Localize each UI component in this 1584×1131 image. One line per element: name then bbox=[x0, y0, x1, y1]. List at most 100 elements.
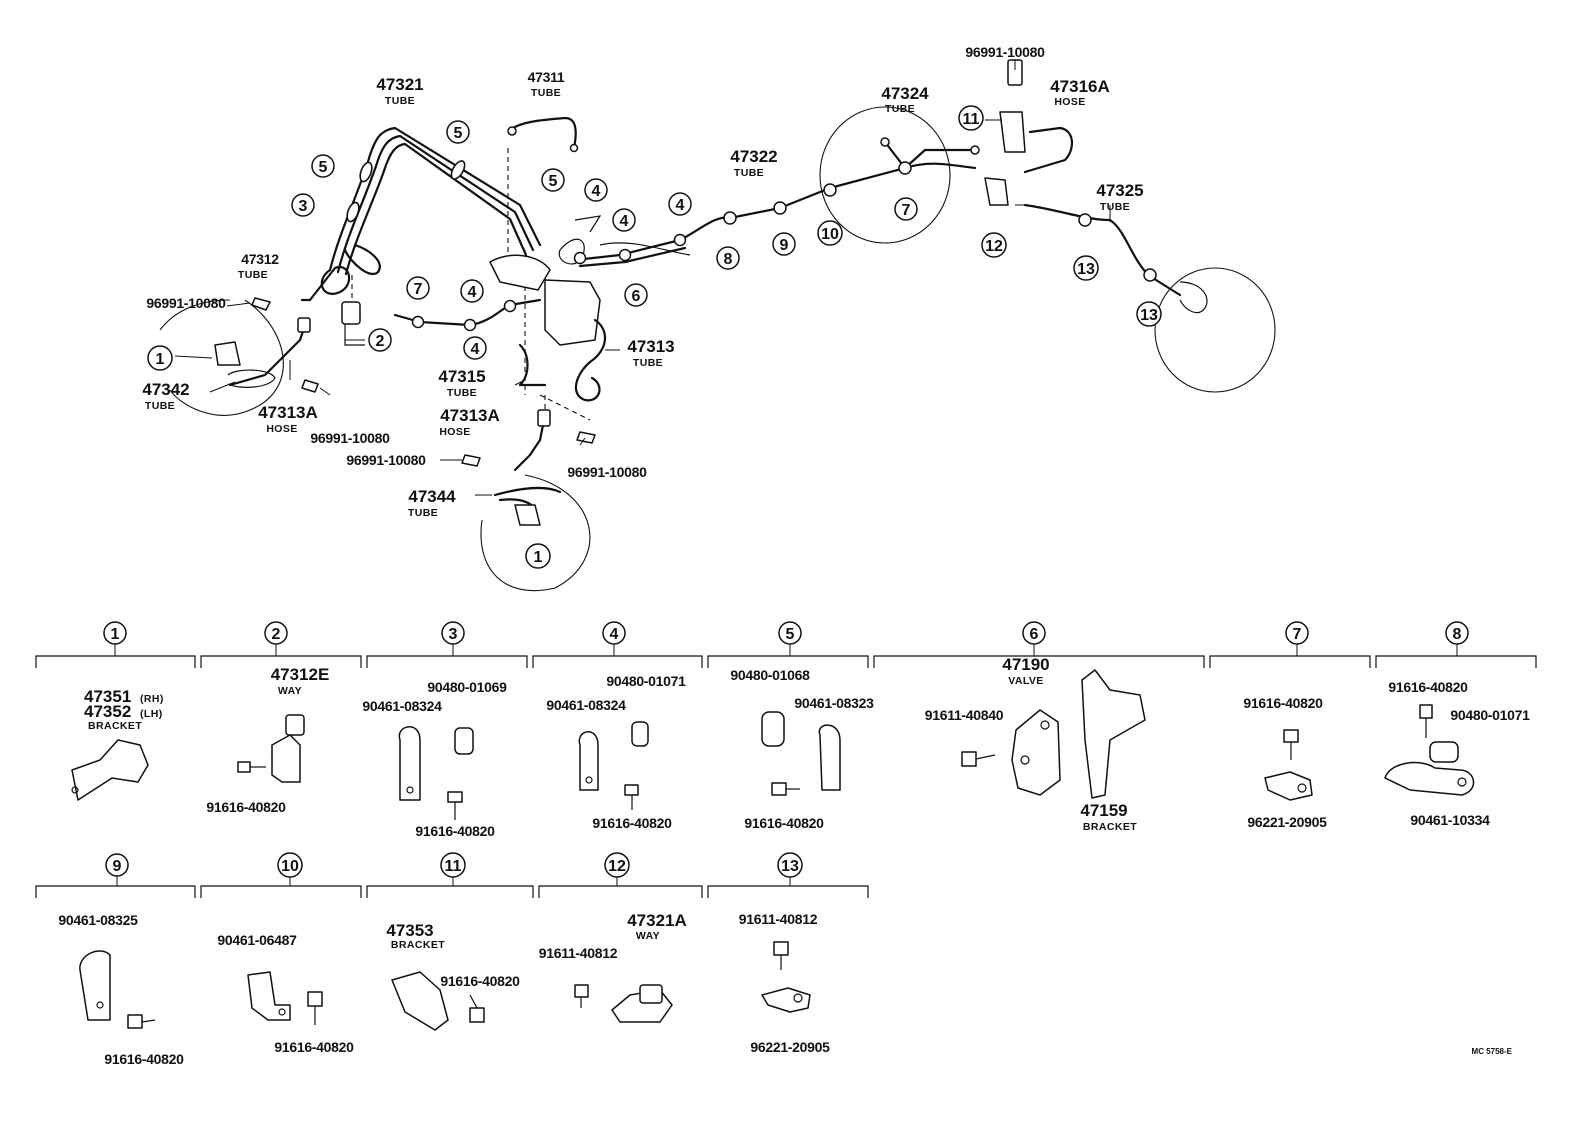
callout-1-b: 1 bbox=[525, 543, 551, 569]
g2-way: WAY bbox=[278, 685, 302, 697]
g9-90461: 90461-08325 bbox=[58, 912, 138, 928]
svg-text:12: 12 bbox=[985, 238, 1003, 255]
label-96991-d: 96991-10080 bbox=[567, 464, 647, 480]
group-callouts: 1 2 3 4 5 6 7 8 9 10 11 12 13 bbox=[103, 621, 1469, 886]
label-47313A-b: 47313A bbox=[440, 406, 500, 425]
g9-91616: 91616-40820 bbox=[104, 1051, 184, 1067]
svg-text:5: 5 bbox=[454, 125, 463, 142]
group-2-parts: 47312E WAY 91616-40820 bbox=[206, 665, 329, 815]
svg-text:4: 4 bbox=[468, 284, 477, 301]
svg-text:7: 7 bbox=[902, 202, 911, 219]
g8-91616: 91616-40820 bbox=[1388, 679, 1468, 695]
front-left-wheel-arc bbox=[159, 299, 231, 331]
group-11-callout: 11 bbox=[440, 852, 466, 886]
callout-4-e: 4 bbox=[463, 336, 487, 360]
proportioning-valve-body bbox=[544, 279, 601, 346]
svg-text:4: 4 bbox=[610, 626, 619, 643]
svg-text:4: 4 bbox=[592, 183, 601, 200]
g11-bracket: BRACKET bbox=[391, 939, 445, 951]
callout-1-a: 1 bbox=[147, 345, 173, 371]
group-10-callout: 10 bbox=[277, 852, 303, 886]
g4-90480: 90480-01071 bbox=[606, 673, 686, 689]
label-47315-desc: TUBE bbox=[447, 387, 477, 399]
svg-text:5: 5 bbox=[786, 626, 795, 643]
callout-4-c: 4 bbox=[668, 192, 692, 216]
svg-text:5: 5 bbox=[319, 159, 328, 176]
bracket-47351-drawing bbox=[71, 739, 149, 801]
label-47342-desc: TUBE bbox=[145, 400, 175, 412]
g2-91616: 91616-40820 bbox=[206, 799, 286, 815]
label-47313A-a-desc: HOSE bbox=[266, 423, 297, 435]
callout-5-a: 5 bbox=[311, 154, 335, 178]
g5-90461: 90461-08323 bbox=[794, 695, 874, 711]
label-47324: 47324 bbox=[881, 84, 929, 103]
way-2 bbox=[341, 301, 361, 325]
svg-text:11: 11 bbox=[445, 858, 462, 875]
callout-3: 3 bbox=[291, 193, 315, 217]
rear-wheel-outline bbox=[1154, 267, 1276, 393]
group-10-parts: 90461-06487 91616-40820 bbox=[217, 932, 354, 1055]
g8-90461: 90461-10334 bbox=[1410, 812, 1490, 828]
g13-91611: 91611-40812 bbox=[739, 911, 818, 927]
svg-text:3: 3 bbox=[299, 198, 308, 215]
svg-text:8: 8 bbox=[1453, 626, 1462, 643]
label-96991-b: 96991-10080 bbox=[310, 430, 390, 446]
g11-47353: 47353 bbox=[386, 921, 433, 940]
g10-90461: 90461-06487 bbox=[217, 932, 297, 948]
label-47316A: 47316A bbox=[1050, 77, 1110, 96]
svg-text:3: 3 bbox=[449, 626, 458, 643]
callout-11: 11 bbox=[958, 105, 984, 131]
label-47312-desc: TUBE bbox=[238, 269, 268, 281]
svg-text:7: 7 bbox=[1293, 626, 1302, 643]
g1-rh: (RH) bbox=[140, 693, 164, 705]
label-47313A-a: 47313A bbox=[258, 403, 318, 422]
g6-47159: 47159 bbox=[1080, 801, 1127, 820]
g2-47312E: 47312E bbox=[271, 665, 330, 684]
g12-47321A: 47321A bbox=[627, 911, 687, 930]
group-8-parts: 91616-40820 90480-01071 90461-10334 bbox=[1384, 679, 1530, 828]
svg-text:9: 9 bbox=[780, 237, 789, 254]
g13-96221: 96221-20905 bbox=[750, 1039, 830, 1055]
svg-text:8: 8 bbox=[724, 251, 733, 268]
label-47322-desc: TUBE bbox=[734, 167, 764, 179]
callout-4-b: 4 bbox=[612, 208, 636, 232]
g11-91616: 91616-40820 bbox=[440, 973, 520, 989]
group-9-parts: 90461-08325 91616-40820 bbox=[58, 912, 184, 1067]
svg-text:1: 1 bbox=[111, 626, 120, 643]
callout-5-c: 5 bbox=[541, 168, 565, 192]
center-disc-outline bbox=[819, 106, 951, 244]
group-7-callout: 7 bbox=[1285, 621, 1309, 656]
group-12-callout: 12 bbox=[604, 852, 630, 886]
svg-text:2: 2 bbox=[376, 333, 385, 350]
upper-callouts: 5 3 5 5 4 4 4 1 2 7 4 4 6 1 8 9 10 7 11 … bbox=[147, 105, 1162, 569]
label-47312: 47312 bbox=[241, 251, 279, 267]
g6-valve: VALVE bbox=[1008, 675, 1043, 687]
label-96991-a: 96991-10080 bbox=[146, 295, 226, 311]
group-3-parts: 90480-01069 90461-08324 91616-40820 bbox=[362, 679, 507, 839]
callout-5-b: 5 bbox=[446, 120, 470, 144]
label-47344-desc: TUBE bbox=[408, 507, 438, 519]
g1-bracket: BRACKET bbox=[88, 720, 142, 732]
label-47324-desc: TUBE bbox=[885, 103, 915, 115]
g6-47190: 47190 bbox=[1002, 655, 1049, 674]
svg-text:10: 10 bbox=[821, 226, 839, 243]
bracket-47159-drawing bbox=[1081, 669, 1146, 799]
label-47321-desc: TUBE bbox=[385, 95, 415, 107]
label-47316A-desc: HOSE bbox=[1054, 96, 1085, 108]
group-3-callout: 3 bbox=[441, 621, 465, 656]
g1-47351: 47351 bbox=[84, 687, 131, 706]
g5-91616: 91616-40820 bbox=[744, 815, 824, 831]
g12-91611: 91611-40812 bbox=[539, 945, 618, 961]
g4-91616: 91616-40820 bbox=[592, 815, 672, 831]
callout-13-a: 13 bbox=[1073, 255, 1099, 281]
bracket-1-upper bbox=[214, 341, 241, 366]
svg-text:1: 1 bbox=[534, 549, 543, 566]
label-47344: 47344 bbox=[408, 487, 456, 506]
callout-13-b: 13 bbox=[1136, 301, 1162, 327]
callout-6: 6 bbox=[624, 283, 648, 307]
callout-9: 9 bbox=[772, 232, 796, 256]
group-1-parts: 47351 (RH) 47352 (LH) BRACKET bbox=[71, 687, 164, 801]
svg-text:7: 7 bbox=[414, 281, 423, 298]
group-13-callout: 13 bbox=[777, 852, 803, 886]
